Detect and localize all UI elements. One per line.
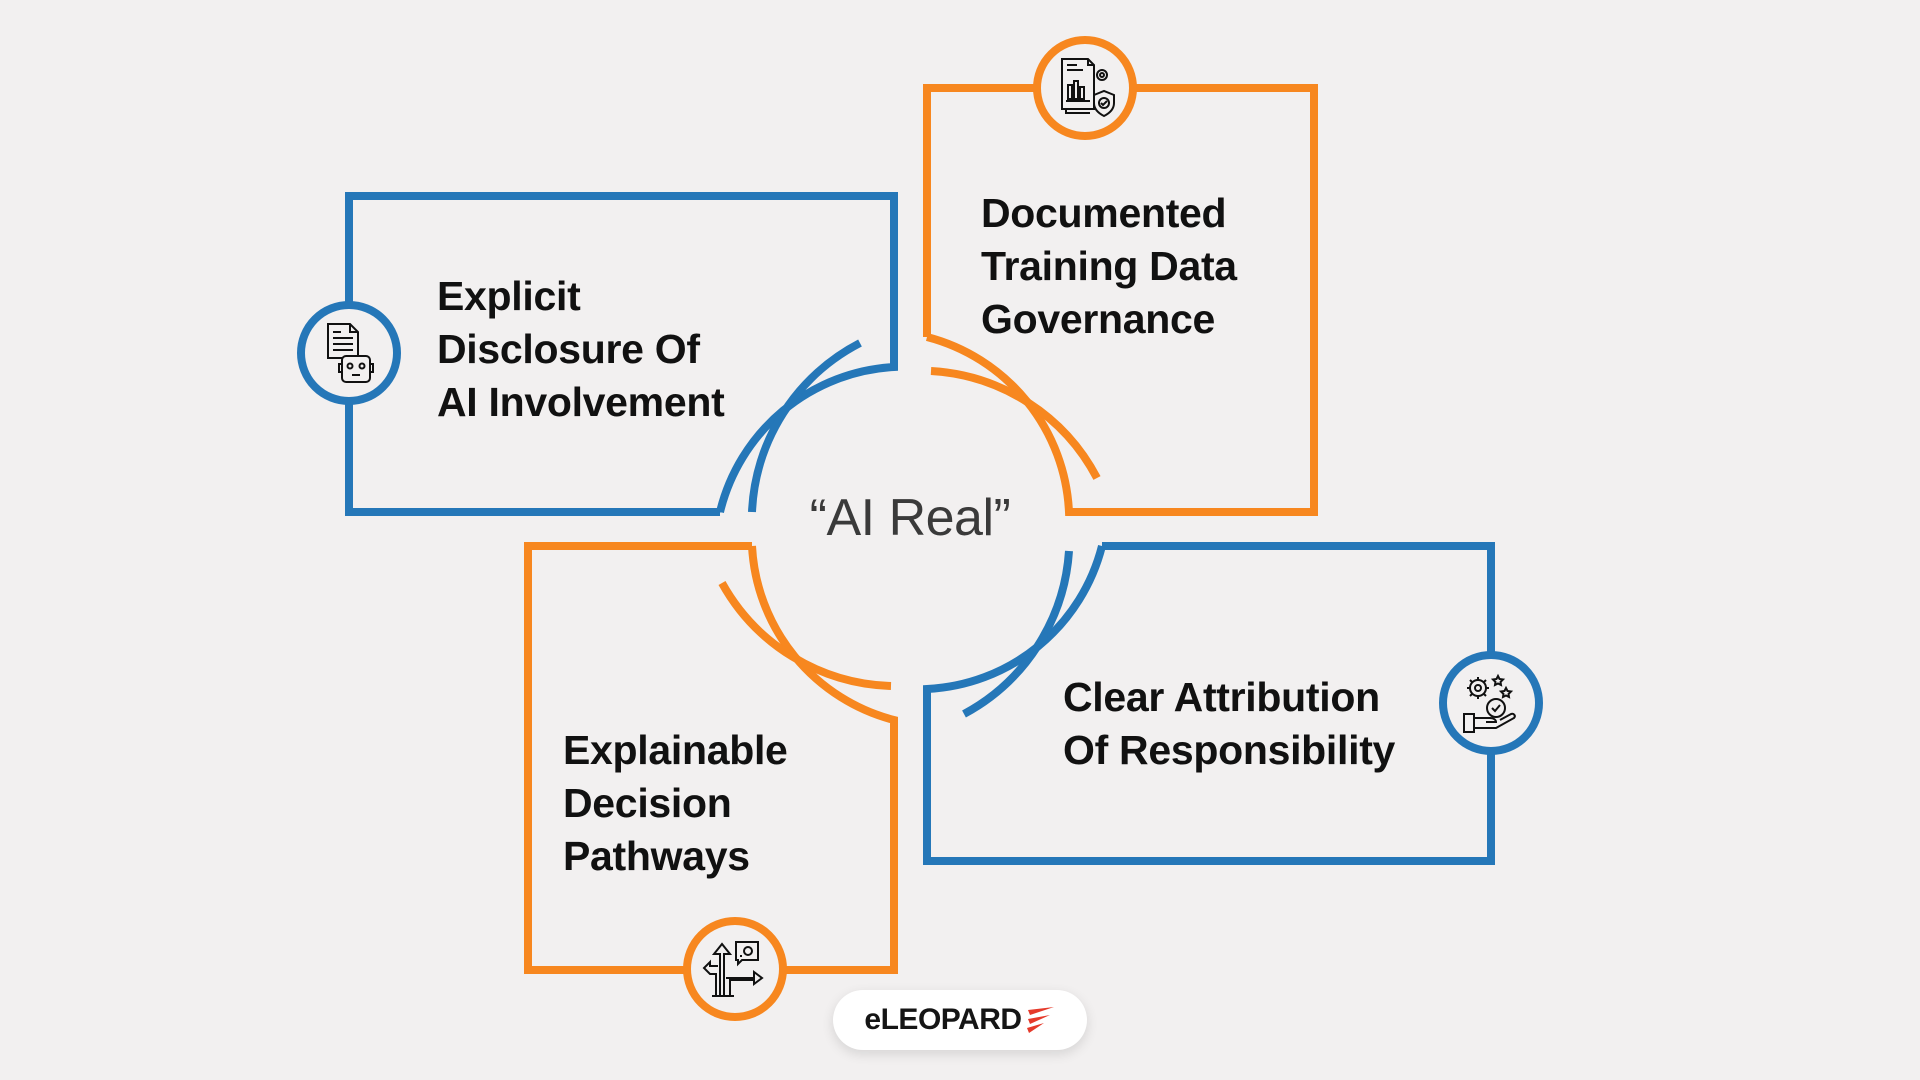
- label-line: Clear Attribution: [1063, 674, 1380, 720]
- speed-lines-icon: [1026, 1007, 1054, 1033]
- box-bottom-right: [923, 542, 1495, 865]
- pillar-label-bottom-left: Explainable Decision Pathways: [563, 724, 788, 883]
- label-line: Governance: [981, 296, 1215, 342]
- label-line: Pathways: [563, 833, 750, 879]
- pillar-label-top-right: Documented Training Data Governance: [981, 187, 1237, 346]
- center-title: “AI Real”: [809, 489, 1011, 547]
- pillar-label-bottom-right: Clear Attribution Of Responsibility: [1063, 671, 1395, 777]
- pillar-label-top-left: Explicit Disclosure Of AI Involvement: [437, 270, 725, 429]
- label-line: Explainable: [563, 727, 788, 773]
- badge-top-right: [1033, 36, 1137, 140]
- label-line: Disclosure Of: [437, 326, 700, 372]
- report-shield-gear-icon: [1061, 58, 1115, 118]
- box-top-left: [345, 192, 898, 516]
- label-line: Documented: [981, 190, 1227, 236]
- badge-top-left: [297, 301, 401, 405]
- label-line: Training Data: [981, 243, 1237, 289]
- arc-bottom-left: [718, 581, 892, 690]
- label-line: Of Responsibility: [1063, 727, 1396, 773]
- box-top-right: [923, 84, 1318, 516]
- brand-logo: eLEOPARD: [833, 990, 1087, 1050]
- hand-gear-check-icon: [1463, 673, 1516, 733]
- arc-bottom-right: [962, 550, 1073, 718]
- document-robot-icon: [327, 323, 374, 383]
- label-line: Decision: [563, 780, 732, 826]
- arc-top-left: [748, 339, 862, 513]
- logo-text: eLEOPARD: [864, 1003, 1022, 1036]
- badge-bottom-right: [1439, 651, 1543, 755]
- badge-bottom-left: [683, 917, 787, 1021]
- arc-top-right: [930, 367, 1101, 480]
- label-line: Explicit: [437, 273, 581, 319]
- label-line: AI Involvement: [437, 379, 725, 425]
- box-bottom-left: [524, 542, 898, 974]
- decision-arrows-icon: [702, 941, 764, 997]
